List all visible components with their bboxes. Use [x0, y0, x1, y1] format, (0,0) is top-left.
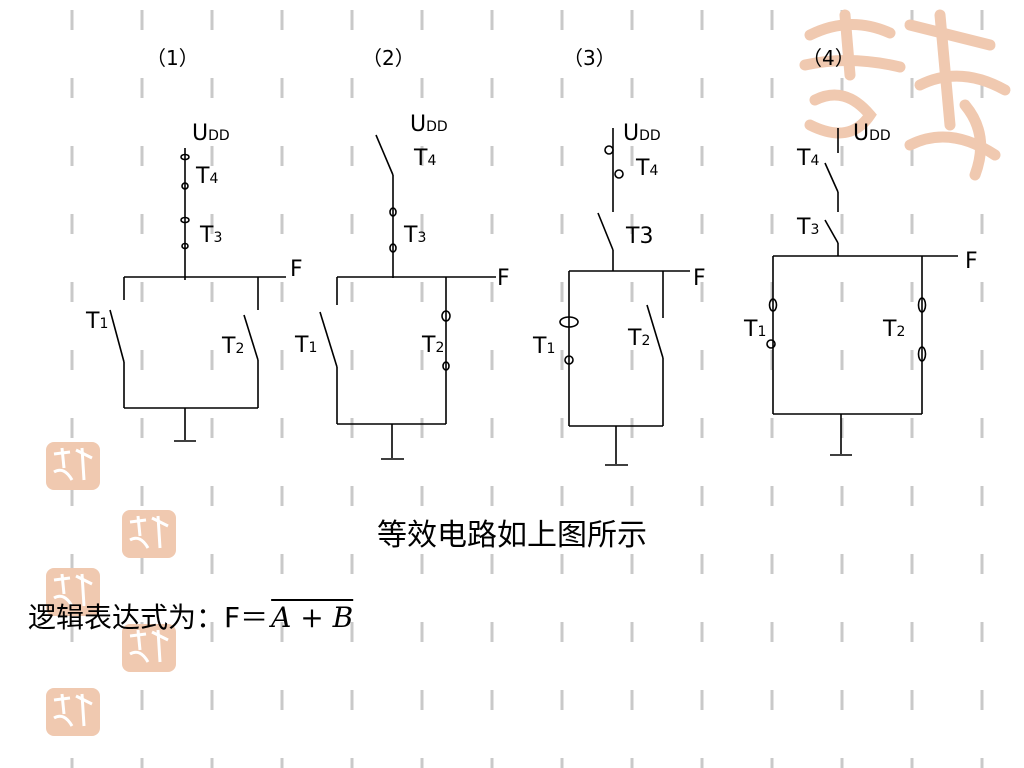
- udd-label-1: UDD: [192, 121, 230, 146]
- circuit-3: [559, 128, 690, 466]
- f-label-3: F: [693, 266, 706, 291]
- t3-label-1: T3: [199, 223, 222, 248]
- t4-label-1: T4: [195, 164, 218, 189]
- circuit-4: [766, 128, 958, 456]
- seal-stamp-small-4: [122, 624, 176, 672]
- t1-label-4: T1: [743, 317, 766, 342]
- expression-prefix: 逻辑表达式为：: [28, 601, 225, 634]
- panel-label-3: （3）: [563, 46, 616, 70]
- expression-lhs: F: [224, 601, 241, 634]
- t4-label-3: T4: [635, 156, 658, 181]
- logic-expression: 逻辑表达式为：F＝A + B: [28, 596, 356, 636]
- panel-label-2: （2）: [362, 46, 415, 70]
- seal-stamp-small-5: [46, 688, 100, 736]
- circuit-1: [109, 148, 286, 442]
- t1-label-3: T1: [532, 334, 555, 359]
- t2-label-2: T2: [421, 333, 444, 358]
- equivalent-circuit-caption: 等效电路如上图所示: [377, 518, 647, 553]
- expression-equals: ＝: [240, 601, 269, 634]
- t1-label-2: T1: [294, 333, 317, 358]
- t3-label-4: T3: [796, 215, 819, 240]
- t2-label-1: T2: [221, 334, 244, 359]
- udd-label-4: UDD: [853, 121, 891, 146]
- panel-label-1: （1）: [146, 46, 199, 70]
- t1-label-1: T1: [85, 309, 108, 334]
- t3-label-2: T3: [403, 223, 426, 248]
- t4-label-2: T4: [413, 146, 436, 171]
- t4-label-4: T4: [796, 146, 819, 171]
- circuit-2: [319, 134, 496, 460]
- t3-label-3: T3: [625, 224, 653, 249]
- seal-stamp-large: [799, 9, 1011, 181]
- udd-label-2: UDD: [410, 112, 448, 137]
- expression-overlined-term: A + B: [271, 601, 354, 634]
- f-label-1: F: [290, 257, 303, 282]
- seal-stamp-small-2: [122, 510, 176, 558]
- seal-stamp-small-3: [46, 568, 100, 616]
- udd-label-3: UDD: [623, 121, 661, 146]
- t2-label-3: T2: [627, 326, 650, 351]
- f-label-2: F: [497, 266, 510, 291]
- seal-stamp-small-1: [46, 442, 100, 490]
- panel-label-4: （4）: [802, 46, 855, 70]
- f-label-4: F: [965, 249, 978, 274]
- t2-label-4: T2: [882, 317, 905, 342]
